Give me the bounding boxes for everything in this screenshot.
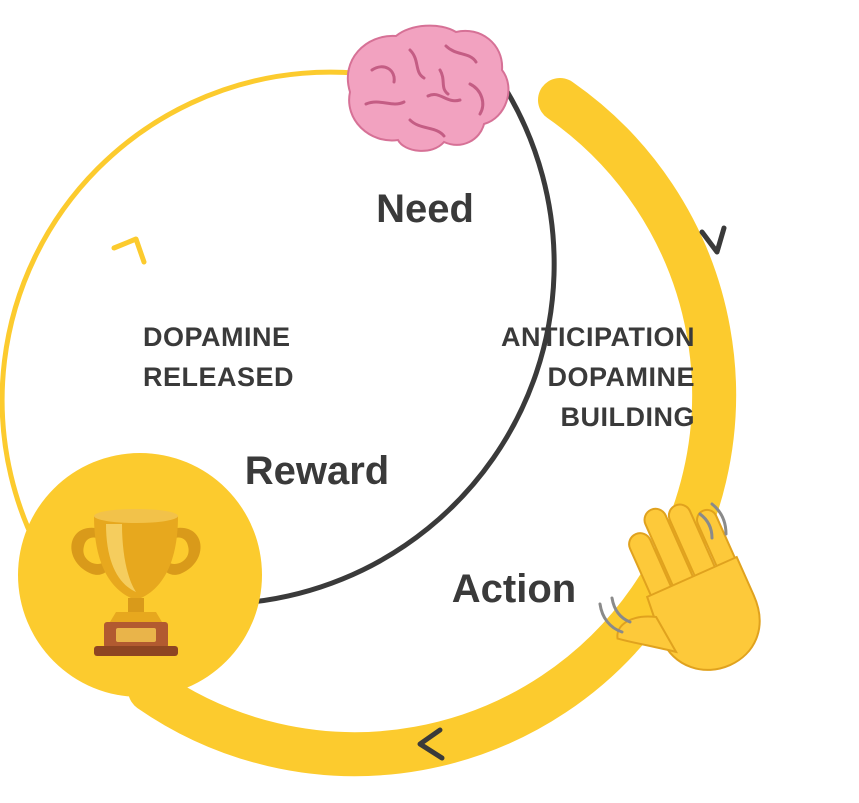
waving-hand-icon (616, 503, 761, 671)
loop-arrow-line (147, 85, 557, 607)
trophy-icon (71, 509, 201, 656)
reward-label: Reward (245, 449, 390, 493)
anticipation-line-3: BUILDING (561, 402, 696, 432)
anticipation-line-2: DOPAMINE (547, 362, 695, 392)
wave-motion-lines (598, 502, 728, 634)
arrowhead-left (111, 236, 147, 265)
need-label: Need (376, 187, 474, 231)
arrowhead-right (699, 225, 727, 255)
anticipation-line-1: ANTICIPATION (501, 322, 695, 352)
action-label: Action (452, 567, 576, 611)
arrowhead-bottom (417, 727, 445, 761)
brain-icon (346, 24, 510, 152)
released-line-1: DOPAMINE (143, 322, 291, 352)
released-line-2: RELEASED (143, 362, 294, 392)
